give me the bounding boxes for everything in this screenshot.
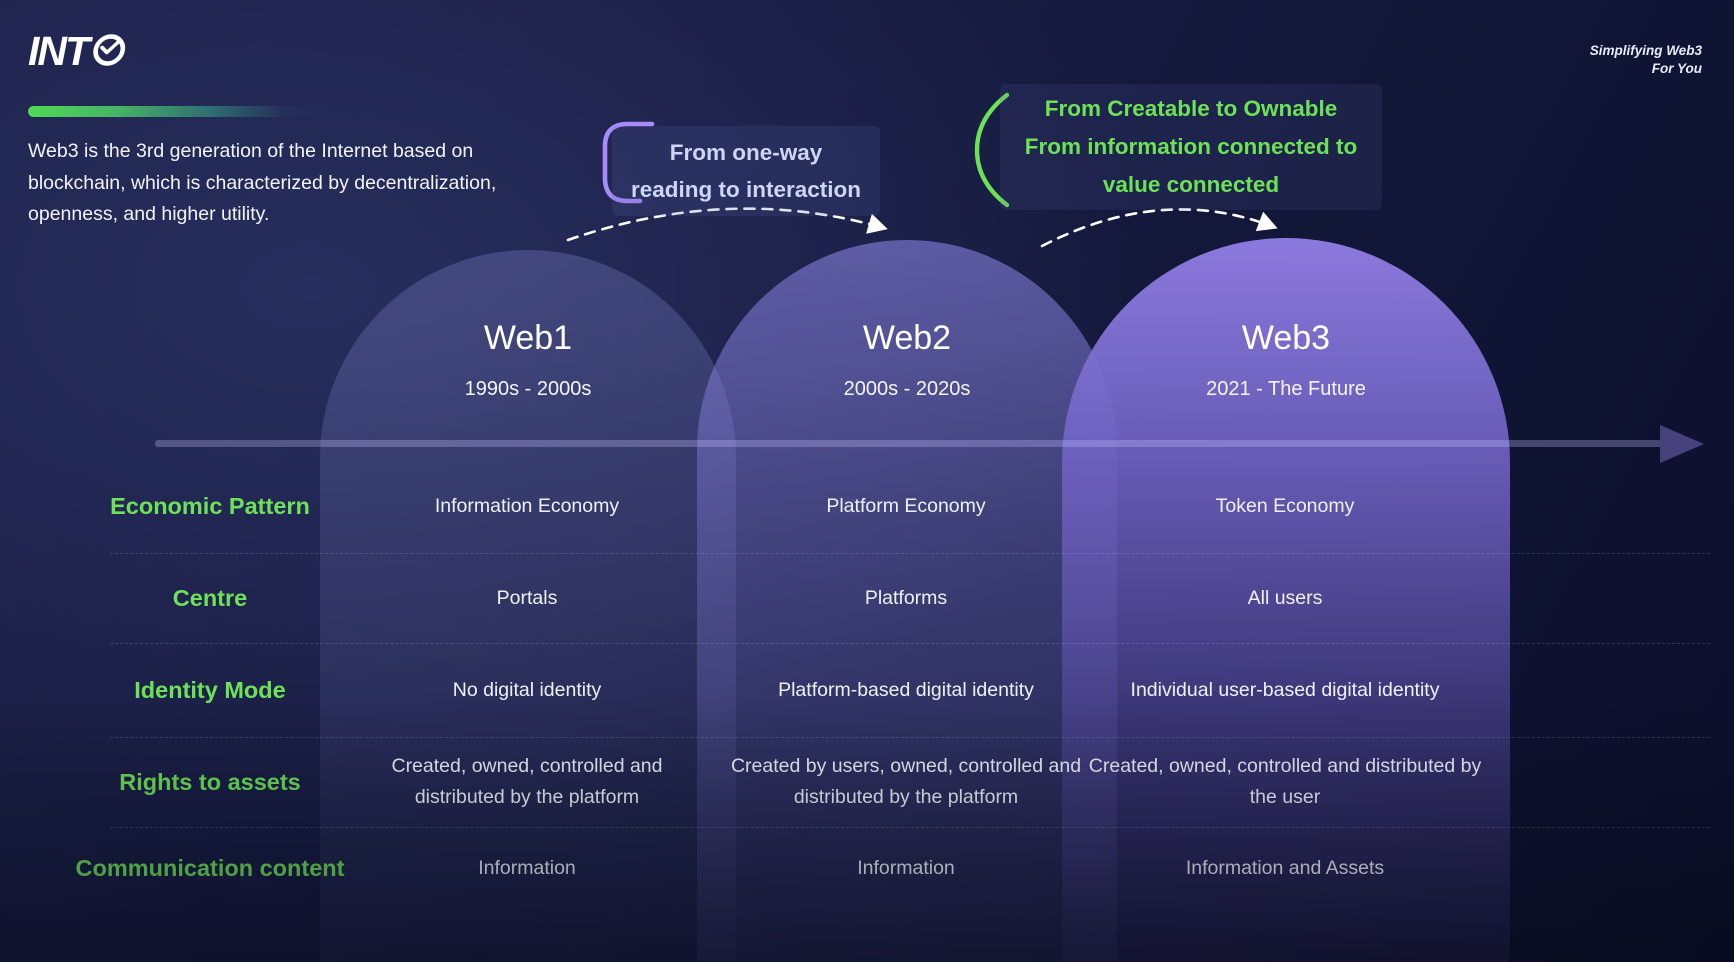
clock-icon [87, 30, 131, 73]
row-label: Economic Pattern [110, 492, 310, 519]
table-row-centre: Centre Portals Platforms All users [0, 553, 1734, 643]
table-row-identity-mode: Identity Mode No digital identity Platfo… [0, 643, 1734, 737]
intro-paragraph: Web3 is the 3rd generation of the Intern… [28, 140, 497, 225]
transition-arrow-2-icon [1040, 208, 1278, 248]
row-label: Rights to assets [119, 768, 301, 795]
callout-one-way-line-2: reading to interaction [630, 177, 862, 202]
transition-arrows [566, 207, 1278, 248]
web3-value: All users [1247, 586, 1323, 609]
green-accent-bar [28, 106, 328, 117]
green-bracket-icon [974, 92, 1010, 208]
web2-period: 2000s - 2020s [843, 378, 971, 400]
callout-ownable-line-2: From information connected to [1024, 134, 1358, 159]
logo-text: INT [28, 28, 90, 74]
web1-dome [320, 250, 736, 962]
row-label: Identity Mode [134, 676, 286, 703]
web2-value: Platform-based digital identity [778, 678, 1034, 701]
web2-value: Created by users, owned, controlled and … [730, 755, 1082, 808]
table-row-communication-content: Communication content Information Inform… [0, 827, 1734, 909]
web2-value: Platforms [864, 586, 948, 609]
timeline-arrowhead-icon [1660, 425, 1704, 463]
web1-value: Created, owned, controlled and distribut… [391, 755, 663, 808]
web3-header: Web3 2021 - The Future [1062, 318, 1510, 401]
callout-ownable-line-1: From Creatable to Ownable [1044, 96, 1338, 121]
web2-title: Web2 [862, 319, 952, 357]
web1-value: Information Economy [434, 494, 620, 517]
web1-value: Information [478, 856, 576, 879]
tagline-line-2: For You [1651, 61, 1702, 76]
web3-period: 2021 - The Future [1206, 378, 1366, 400]
row-separator [110, 737, 1710, 738]
callout-one-way-line-1: From one-way [669, 140, 823, 165]
web3-dome [1062, 238, 1510, 962]
tagline-line-1: Simplifying Web3 [1589, 43, 1702, 58]
row-separator [110, 553, 1710, 554]
callout-one-way: From one-way reading to interaction [612, 126, 880, 216]
table-row-rights-to-assets: Rights to assets Created, owned, control… [0, 737, 1734, 827]
web2-value: Platform Economy [826, 494, 986, 517]
web1-period: 1990s - 2000s [464, 378, 592, 400]
web3-value: Information and Assets [1185, 856, 1385, 879]
row-separator [110, 827, 1710, 828]
row-label: Communication content [75, 854, 345, 881]
table-row-economic-pattern: Economic Pattern Information Economy Pla… [0, 458, 1734, 554]
into-logo: INT [28, 28, 128, 75]
web1-header: Web1 1990s - 2000s [320, 318, 736, 401]
web3-title: Web3 [1241, 319, 1331, 357]
timeline-arrow-line [155, 440, 1663, 447]
web3-value: Individual user-based digital identity [1130, 678, 1440, 701]
web2-header: Web2 2000s - 2020s [697, 318, 1117, 401]
web1-title: Web1 [483, 319, 573, 357]
row-separator [110, 643, 1710, 644]
callout-ownable: From Creatable to Ownable From informati… [1000, 84, 1382, 210]
row-label: Centre [172, 584, 248, 611]
web1-value: No digital identity [452, 678, 602, 701]
web3-value: Created, owned, controlled and distribut… [1088, 755, 1482, 808]
transition-arrow-1-icon [566, 207, 888, 242]
web3-value: Token Economy [1215, 494, 1355, 517]
callout-ownable-line-3: value connected [1102, 172, 1280, 197]
purple-bracket-icon [602, 121, 655, 204]
web2-dome [697, 240, 1117, 962]
web2-value: Information [857, 856, 955, 879]
brand-tagline: Simplifying Web3 For You [1590, 42, 1702, 78]
web1-value: Portals [496, 586, 558, 609]
